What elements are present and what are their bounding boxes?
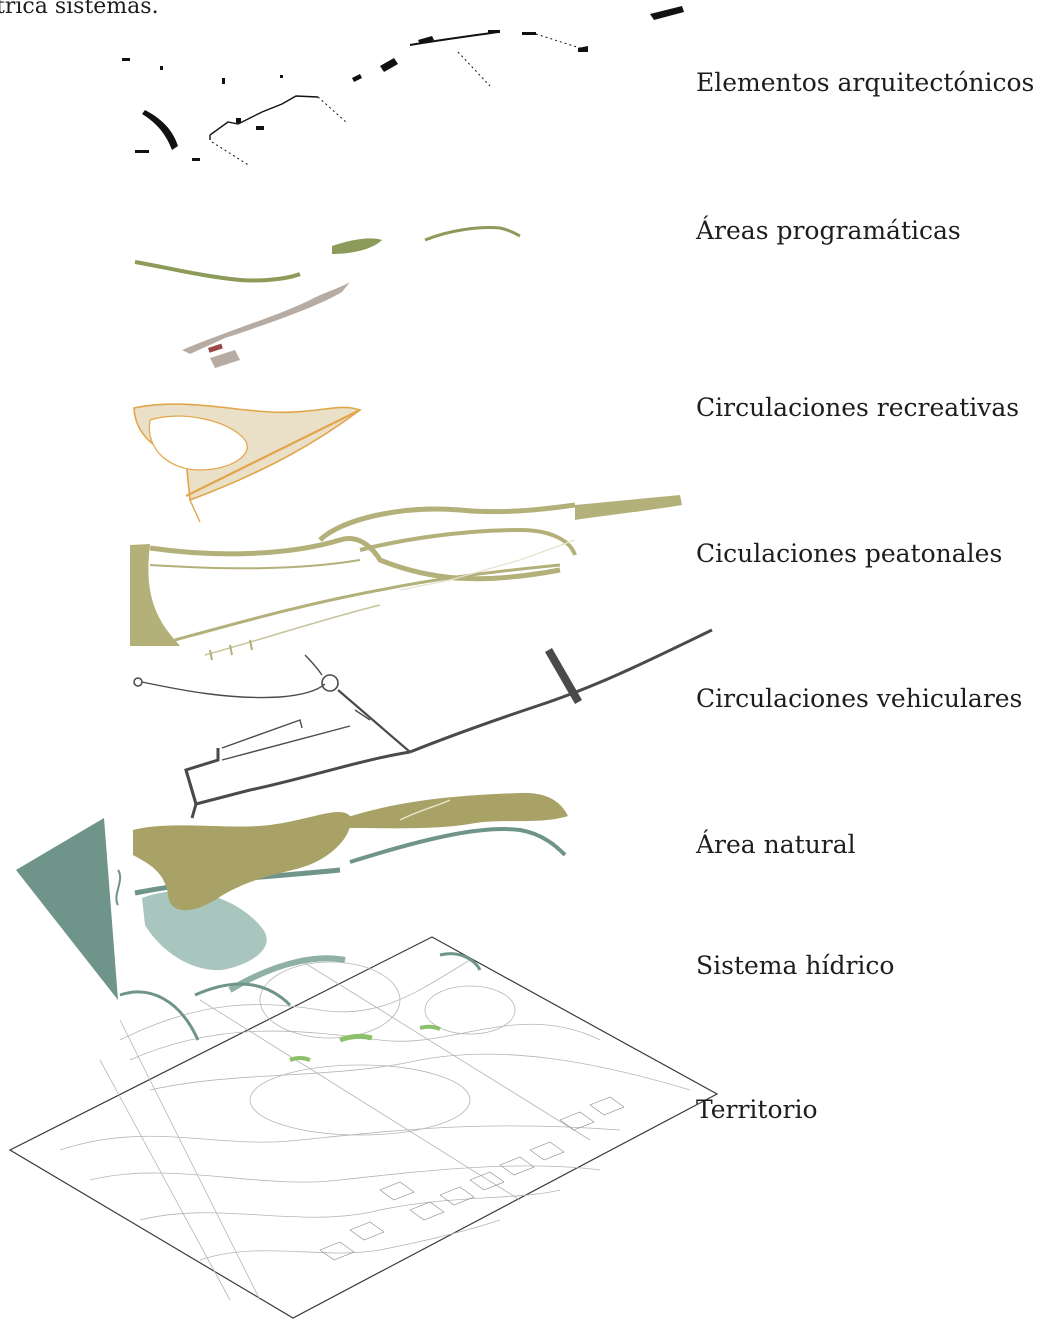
layer-area-natural-graphic <box>133 793 568 910</box>
layer-label-territorio: Territorio <box>696 1097 818 1122</box>
layer-circulaciones-recreativas-graphic <box>134 404 360 522</box>
layer-label-ciculaciones-peatonales: Ciculaciones peatonales <box>696 541 1002 566</box>
layer-label-area-natural: Área natural <box>696 832 856 857</box>
layer-label-sistema-hidrico: Sistema hídrico <box>696 953 894 978</box>
layer-label-circulaciones-vehiculares: Circulaciones vehiculares <box>696 686 1022 711</box>
layer-label-circulaciones-recreativas: Circulaciones recreativas <box>696 395 1019 420</box>
layer-ciculaciones-peatonales-graphic <box>130 495 682 660</box>
layer-elementos-arquitectonicos-graphic <box>122 6 684 166</box>
layer-label-areas-programaticas: Áreas programáticas <box>696 218 961 243</box>
layer-circulaciones-vehiculares-graphic <box>134 630 712 818</box>
layer-label-elementos-arquitectonicos: Elementos arquitectónicos <box>696 70 1034 95</box>
layer-areas-programaticas-graphic <box>135 228 520 369</box>
